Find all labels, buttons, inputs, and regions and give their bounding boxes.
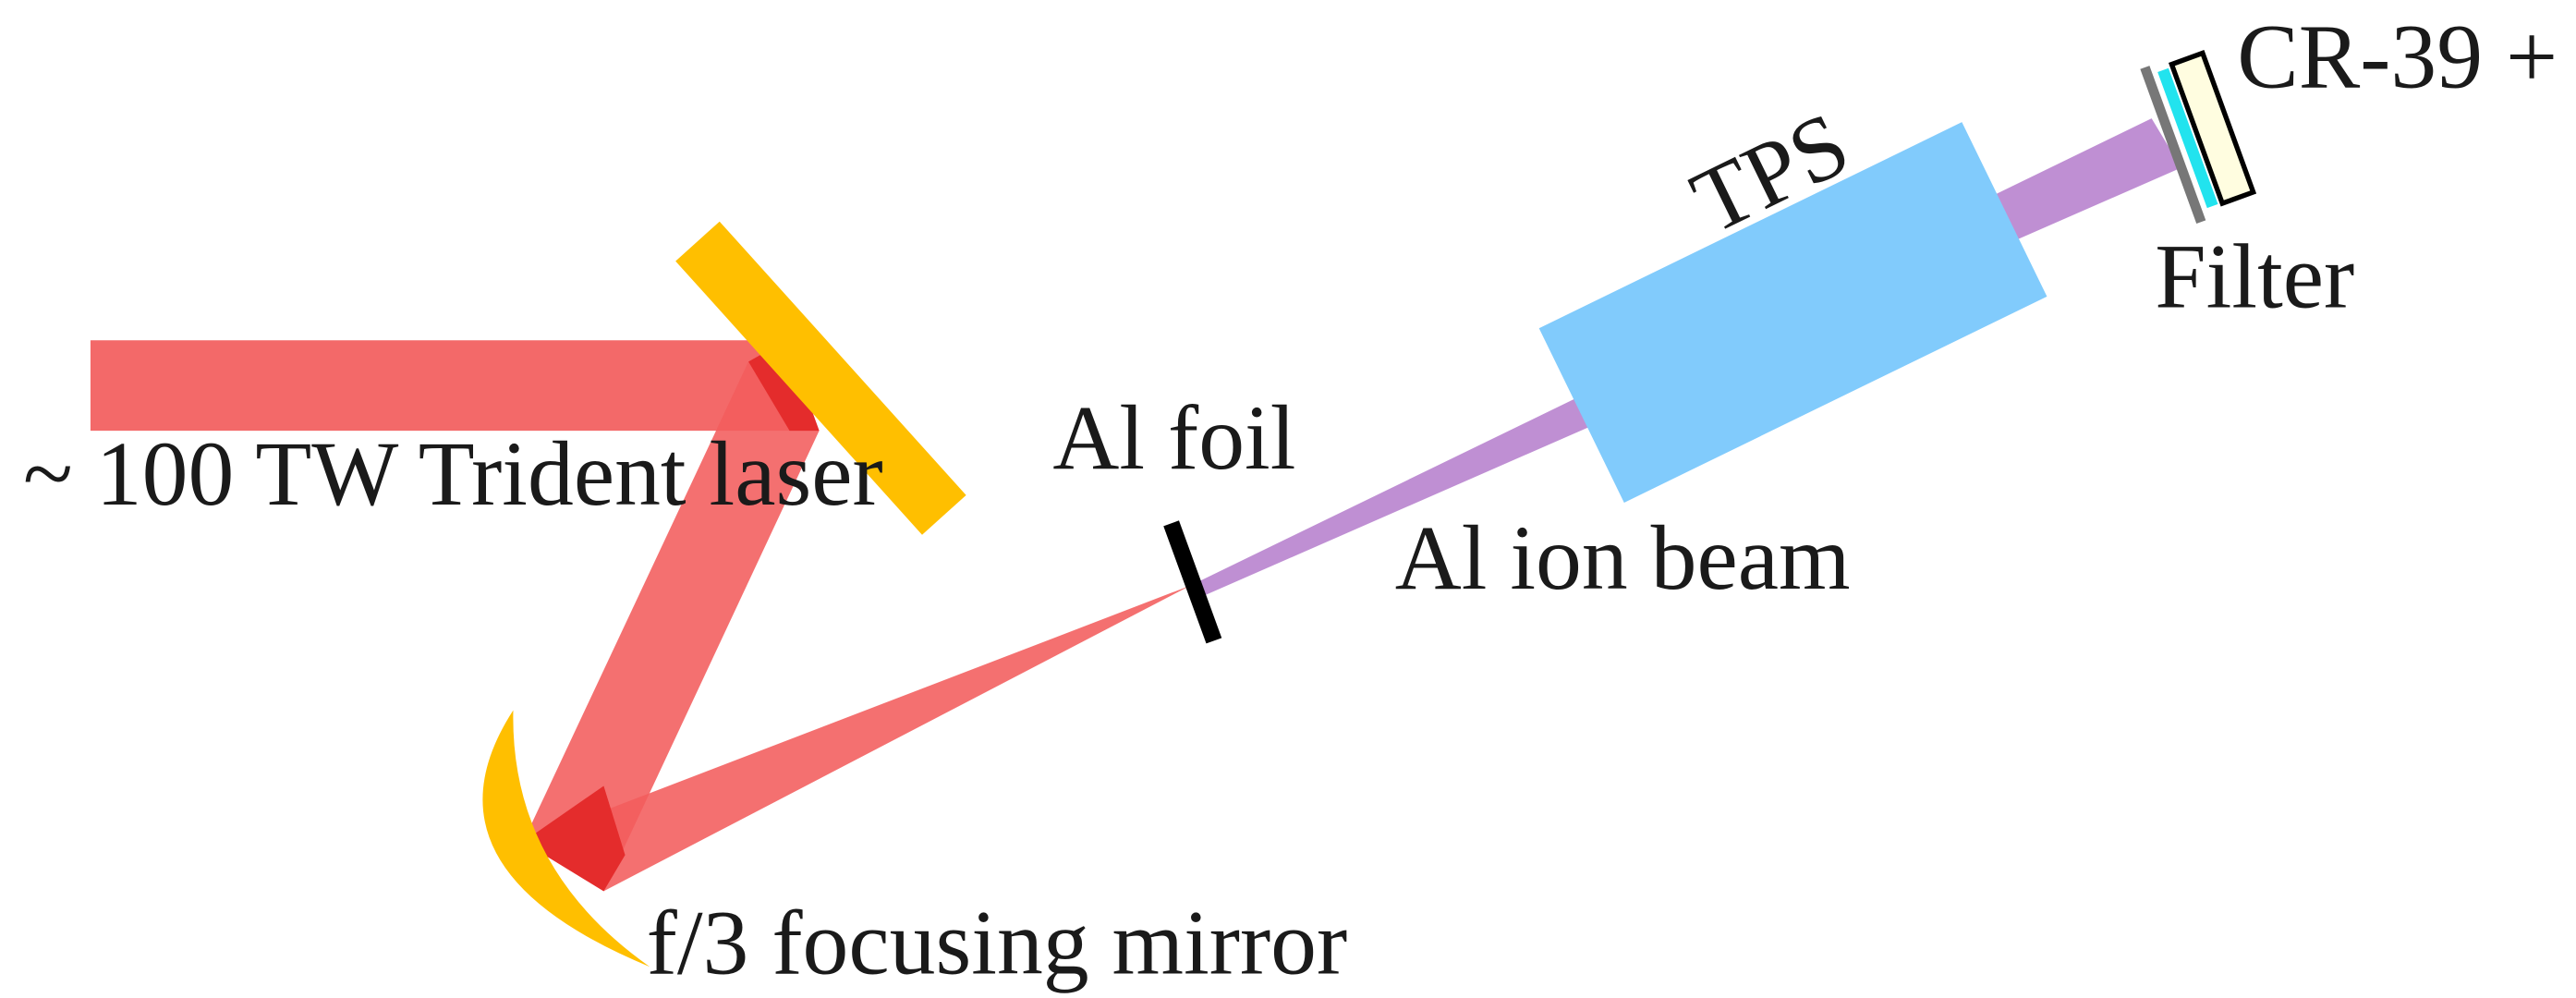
al-foil: [1163, 520, 1222, 644]
tps-body: [1538, 122, 2047, 503]
cr39-detector: [2168, 50, 2257, 207]
focused-laser-beam: [523, 585, 1191, 892]
reflected-laser-beam: [523, 361, 820, 892]
focusing-mirror: [482, 710, 650, 968]
beam-overlap-flat-mirror: [748, 340, 820, 432]
beam-overlap-focusing-mirror: [523, 785, 626, 892]
al-ion-beam-label: Al ion beam: [1395, 506, 1851, 609]
detector-label: CR-39 + IP: [2237, 5, 2576, 107]
incoming-laser-beam: [90, 340, 820, 432]
flat-mirror: [675, 221, 966, 535]
image-plate: [2157, 67, 2218, 209]
focusing-mirror-label: f/3 focusing mirror: [647, 891, 1348, 993]
al-foil-label: Al foil: [1052, 386, 1295, 489]
laser-label: ~ 100 TW Trident laser: [23, 422, 883, 525]
filter: [2140, 66, 2206, 224]
filter-label: Filter: [2155, 225, 2354, 328]
